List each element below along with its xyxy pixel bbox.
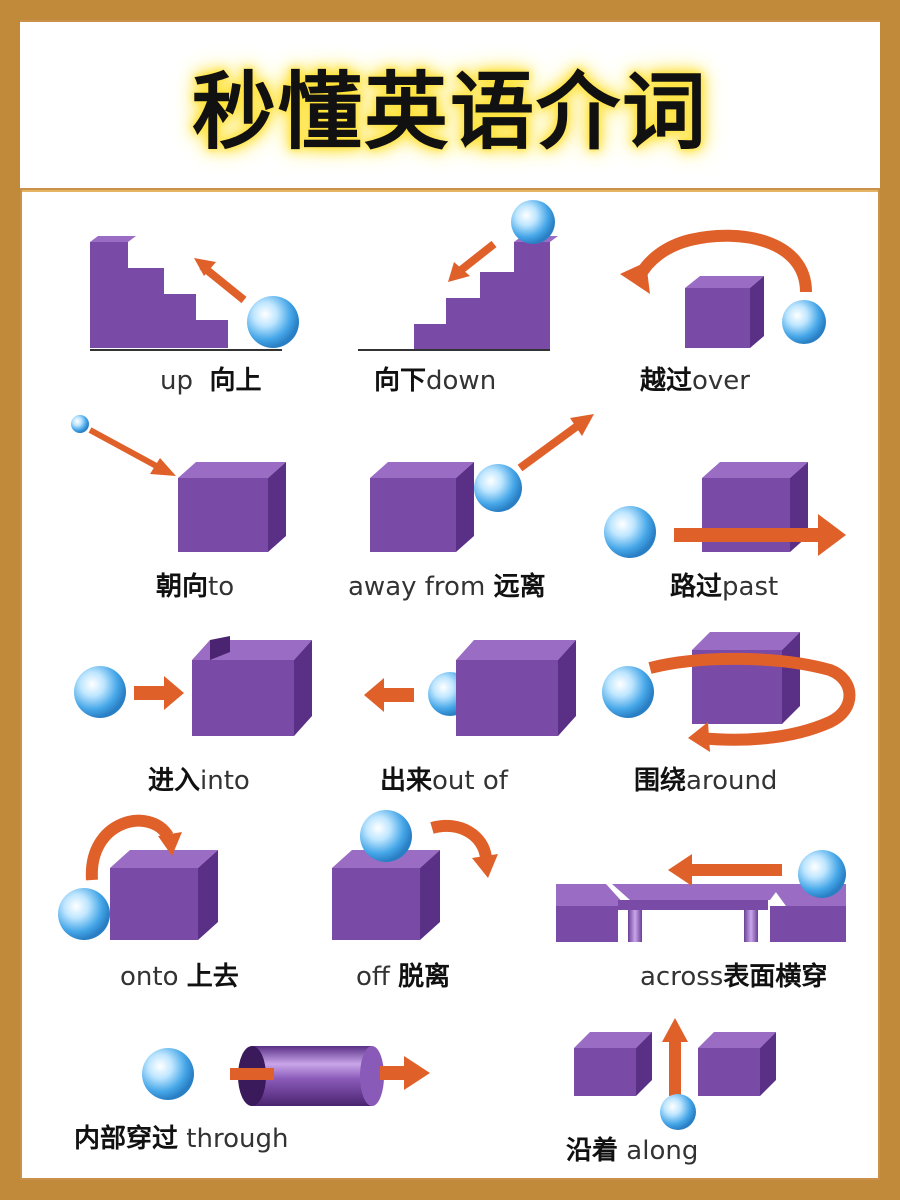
label-past: 路过past: [670, 572, 779, 602]
label-up: up 向上: [160, 366, 262, 396]
content-panel: [22, 190, 878, 1178]
label-over: 越过over: [640, 366, 750, 396]
label-into: 进入into: [148, 766, 250, 796]
label-off: off 脱离: [356, 962, 451, 992]
label-down: 向下down: [374, 366, 497, 396]
label-through: 内部穿过 through: [74, 1124, 289, 1154]
label-away-from: away from 远离: [348, 572, 546, 602]
label-onto: onto 上去: [120, 962, 239, 992]
label-across: across表面横穿: [640, 962, 828, 992]
page-title: 秒懂英语介词: [191, 62, 708, 161]
label-out-of: 出来out of: [380, 766, 508, 796]
label-to: 朝向to: [156, 572, 235, 602]
label-around: 围绕around: [634, 766, 778, 796]
title-panel: 秒懂英语介词: [20, 22, 880, 188]
label-along: 沿着 along: [566, 1136, 699, 1166]
